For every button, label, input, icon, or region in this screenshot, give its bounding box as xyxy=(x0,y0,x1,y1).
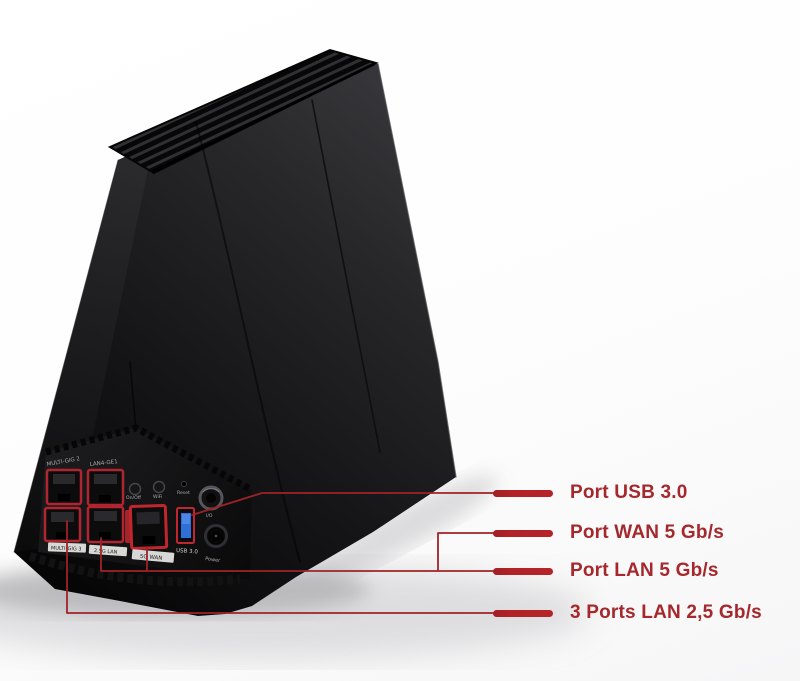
onoff-label: On/Off xyxy=(126,495,142,501)
onoff-button xyxy=(128,482,142,496)
usb-port xyxy=(176,507,195,544)
power-button-label: I/O xyxy=(206,513,213,519)
dc-power-jack xyxy=(204,524,228,548)
ethernet-port-bottom-right xyxy=(86,505,125,544)
left-edge-highlight xyxy=(13,159,119,553)
cooling-fins xyxy=(107,48,379,175)
sticker-bottom-mid: 2.5G LAN xyxy=(94,548,118,556)
usb-label: USB 3.0 xyxy=(176,548,199,556)
callout-marker-lan25 xyxy=(493,609,553,617)
callout-label-lan25: 3 Ports LAN 2,5 Gb/s xyxy=(570,602,762,623)
callout-line-lan25 xyxy=(66,520,494,614)
sticker-wan: 5G WAN xyxy=(140,554,163,562)
rear-crease xyxy=(129,361,137,431)
wifi-label: WiFi xyxy=(153,494,162,500)
wifi-button xyxy=(152,480,166,494)
reset-label: Reset xyxy=(177,490,190,496)
callout-label-lan5: Port LAN 5 Gb/s xyxy=(570,560,719,581)
ethernet-port-bottom-left xyxy=(43,506,82,543)
callout-marker-usb xyxy=(493,489,553,497)
power-button xyxy=(198,485,224,511)
callout-marker-lan5 xyxy=(493,567,553,575)
right-panel-seam xyxy=(311,99,381,453)
right-edge-highlight xyxy=(377,63,457,478)
callout-line-usb xyxy=(191,492,494,516)
ethernet-port-top-left xyxy=(45,468,83,506)
callout-line-lan5 xyxy=(100,537,494,572)
callout-marker-wan xyxy=(493,529,553,537)
callout-label-wan: Port WAN 5 Gb/s xyxy=(570,522,724,543)
power-jack-label: Power xyxy=(205,556,222,564)
wan-port xyxy=(128,503,169,551)
reset-pinhole xyxy=(180,480,188,488)
vent-serration-top xyxy=(45,424,254,494)
callout-line-wan xyxy=(437,532,494,571)
vent-serration-bottom xyxy=(28,551,241,587)
callout-label-usb: Port USB 3.0 xyxy=(570,482,688,503)
ethernet-port-top-right xyxy=(86,468,125,507)
port-label-top-right: LAN4-GE1 xyxy=(90,459,118,468)
fin-base-edge xyxy=(151,62,375,174)
rear-ridge xyxy=(195,121,301,563)
ethernet-port-grid xyxy=(43,468,132,544)
port-label-top-left: MULTI-GIG 2 xyxy=(46,456,80,468)
